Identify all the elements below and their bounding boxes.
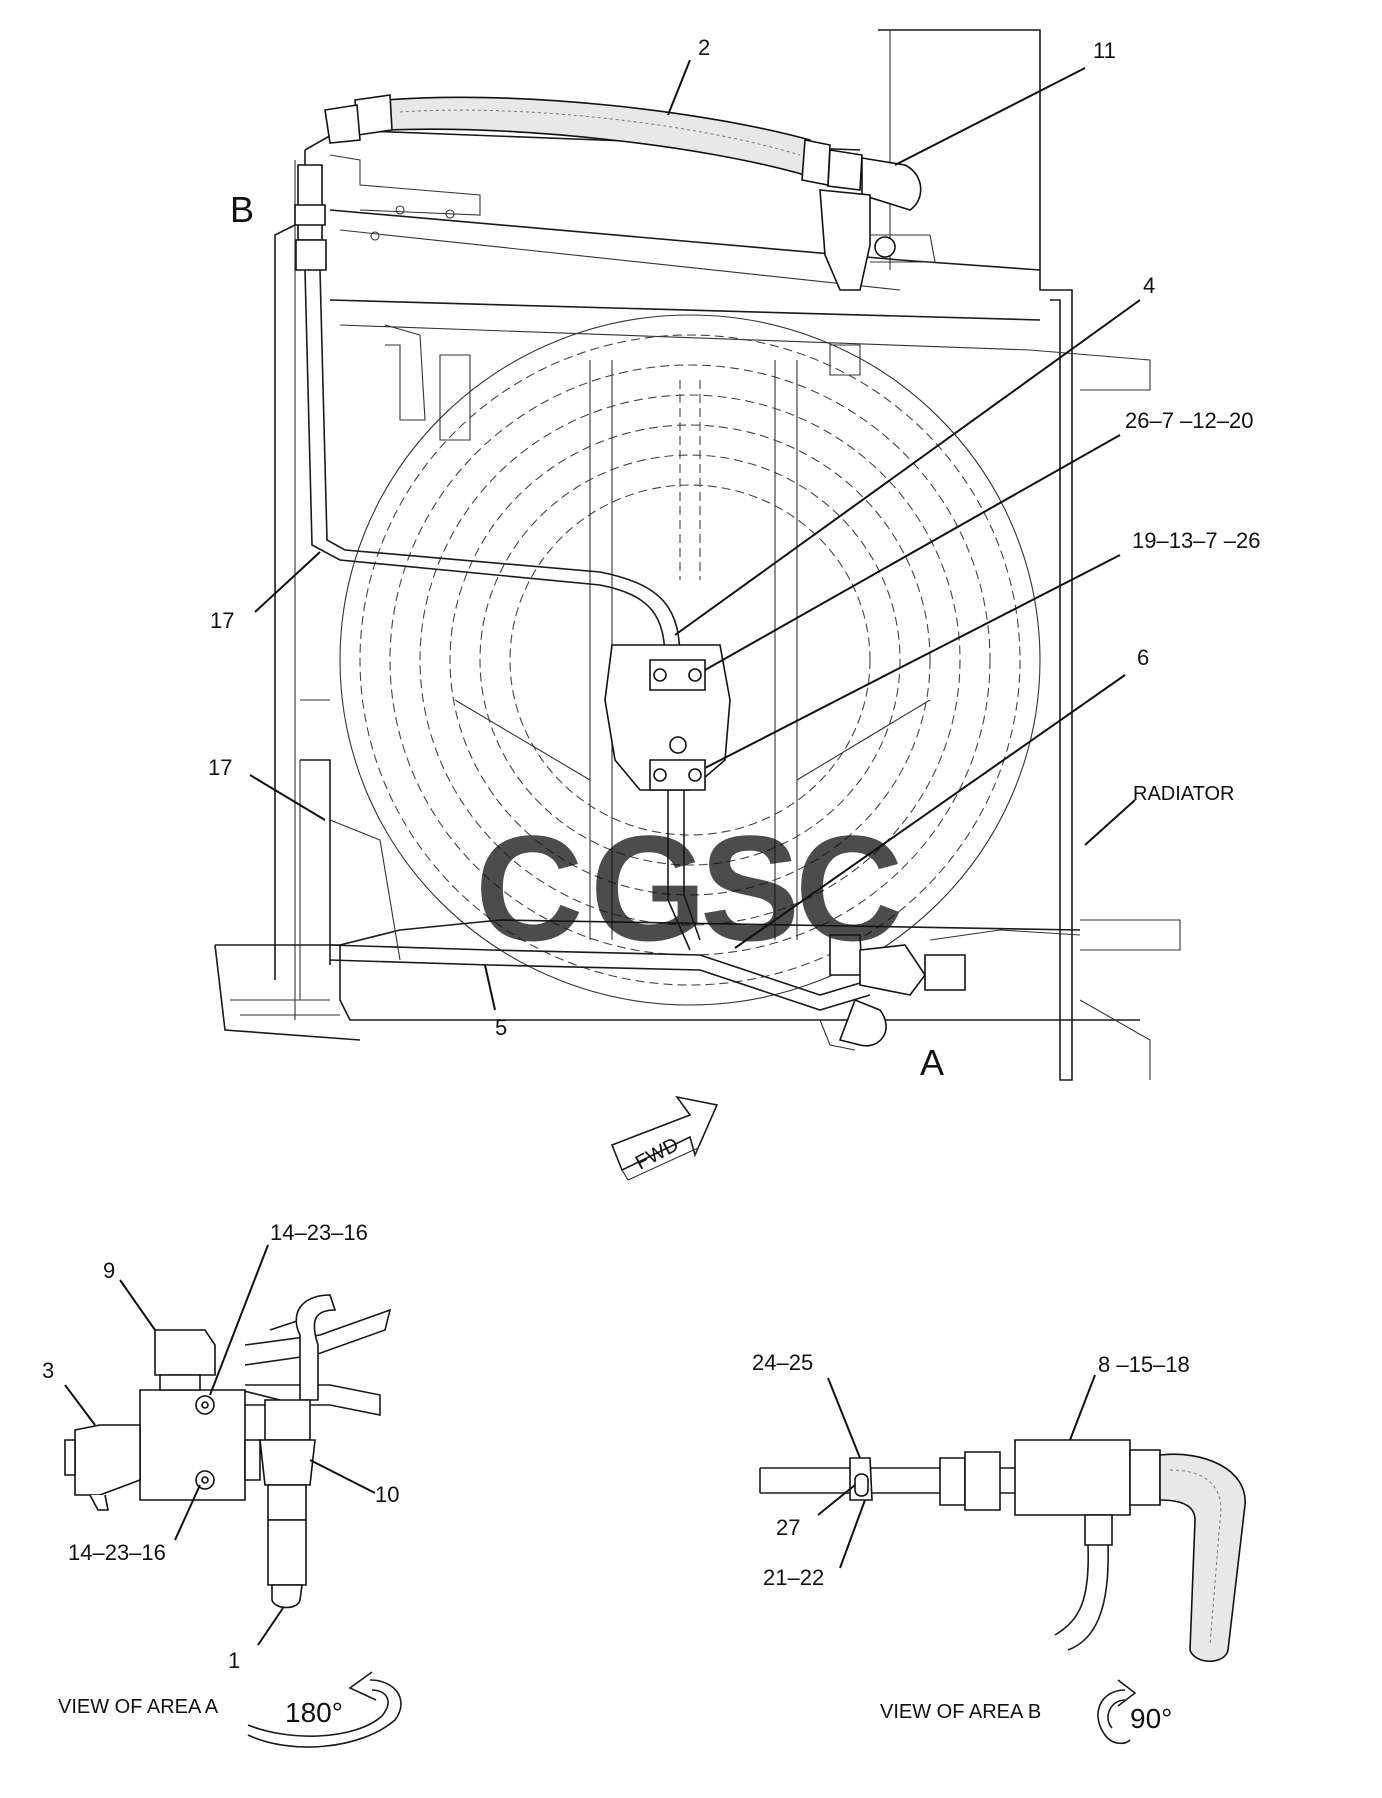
fwd-label: FWD xyxy=(632,1134,683,1175)
watermark-letter-3: S xyxy=(700,804,800,972)
forward-arrow-icon: FWD xyxy=(610,1095,719,1181)
elbow-11 xyxy=(819,157,936,291)
watermark-letter-2: G xyxy=(590,804,707,972)
label-17-upper: 17 xyxy=(210,608,234,633)
watermark-letter-1: C xyxy=(475,804,583,972)
tube-5 xyxy=(329,934,966,1051)
fan-shroud xyxy=(339,314,1041,1006)
rotate-90-icon xyxy=(1097,1679,1137,1745)
hose-2 xyxy=(324,94,863,191)
tube-4 xyxy=(294,164,681,661)
rotation-180-label: 180° xyxy=(285,1697,343,1728)
leader-lines xyxy=(249,59,1141,1011)
rotate-180-icon xyxy=(247,1671,402,1748)
label-2: 2 xyxy=(698,35,710,60)
label-24-25: 24–25 xyxy=(752,1350,813,1375)
valve-assembly xyxy=(604,644,731,951)
view-area-a xyxy=(64,1244,392,1646)
view-area-b xyxy=(759,1374,1246,1663)
label-radiator: RADIATOR xyxy=(1133,783,1235,805)
watermark-letter-4: C xyxy=(795,804,903,972)
label-area-a: A xyxy=(920,1042,944,1083)
caption-view-area-b: VIEW OF AREA B xyxy=(880,1701,1041,1723)
label-11: 11 xyxy=(1093,38,1116,63)
label-14-23-16-top: 14–23–16 xyxy=(270,1220,368,1245)
label-6: 6 xyxy=(1137,645,1149,670)
label-21-22: 21–22 xyxy=(763,1565,824,1590)
label-1: 1 xyxy=(228,1648,240,1673)
label-9: 9 xyxy=(103,1258,115,1283)
radiator-assembly xyxy=(214,29,1181,1081)
label-17-lower: 17 xyxy=(208,755,232,780)
label-14-23-16-bottom: 14–23–16 xyxy=(68,1540,166,1565)
label-3: 3 xyxy=(42,1358,54,1383)
rotation-90-label: 90° xyxy=(1130,1703,1172,1734)
label-5: 5 xyxy=(495,1015,507,1040)
label-8-15-18: 8 –15–18 xyxy=(1098,1352,1190,1377)
label-27: 27 xyxy=(776,1515,800,1540)
watermark: C G S C xyxy=(475,804,903,972)
label-10: 10 xyxy=(375,1482,399,1507)
label-19-13-7-26: 19–13–7 –26 xyxy=(1132,528,1260,553)
label-26-7-12-20: 26–7 –12–20 xyxy=(1125,408,1253,433)
caption-view-area-a: VIEW OF AREA A xyxy=(58,1696,219,1718)
label-area-b: B xyxy=(230,189,254,230)
label-4: 4 xyxy=(1143,273,1155,298)
